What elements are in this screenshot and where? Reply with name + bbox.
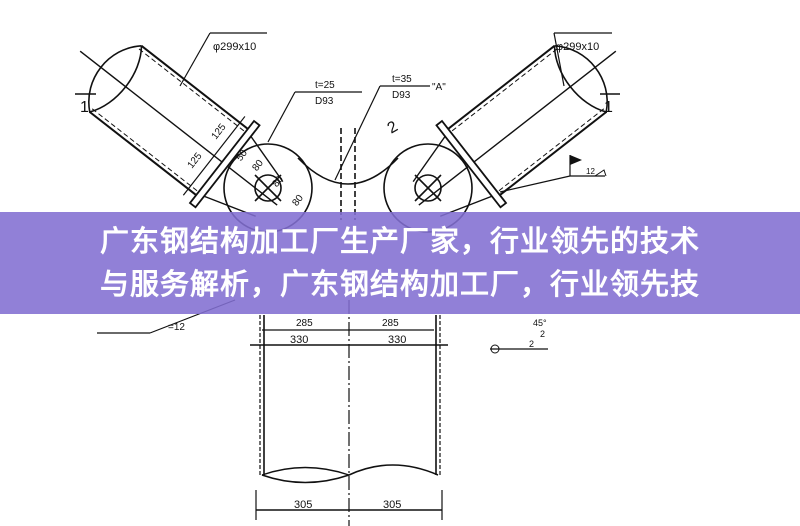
banner-title-line-1: 广东钢结构加工厂生产厂家，行业领先的技术 <box>99 224 700 258</box>
dim-80-c: 80 <box>290 193 306 209</box>
dim-285-left: 285 <box>296 318 313 329</box>
dim-330-left: 330 <box>290 334 308 346</box>
right-branch-pipe <box>385 9 649 248</box>
banner-title-line-2: 与服务解析，广东钢结构加工厂，行业领先技 <box>99 267 700 301</box>
left-branch-pipe <box>47 9 311 248</box>
left-pipe-spec: φ299x10 <box>213 41 256 53</box>
dim-305-left: 305 <box>294 499 312 511</box>
weld-gap-b: 2 <box>529 339 534 349</box>
left-plate-thickness: t=25 <box>315 80 335 91</box>
left-plate-grade: D93 <box>315 96 334 107</box>
section-mark-right: 1 <box>604 99 613 116</box>
section-mark-left: 1 <box>80 99 89 116</box>
dim-125-a: 125 <box>210 122 229 142</box>
detail-mark: 2 <box>385 118 401 137</box>
title-banner: 广东钢结构加工厂生产厂家，行业领先的技术 与服务解析，广东钢结构加工厂，行业领先… <box>0 212 800 314</box>
stiffener-thickness: =12 <box>168 322 185 333</box>
weld-size: 12 <box>586 167 595 176</box>
right-pipe-spec: φ299x10 <box>556 41 599 53</box>
center-plate-grade: D93 <box>392 90 411 101</box>
center-plate-thickness: t=35 <box>392 74 412 85</box>
weld-angle: 45° <box>533 318 547 328</box>
main-vertical-pipe <box>250 300 448 526</box>
center-plate-mark: "A" <box>432 82 446 93</box>
dim-305-right: 305 <box>383 499 401 511</box>
dim-125-b: 125 <box>186 151 205 171</box>
dim-330-right: 330 <box>388 334 406 346</box>
dim-285-right: 285 <box>382 318 399 329</box>
weld-gap-a: 2 <box>540 329 545 339</box>
dim-80-a: 80 <box>250 158 266 174</box>
